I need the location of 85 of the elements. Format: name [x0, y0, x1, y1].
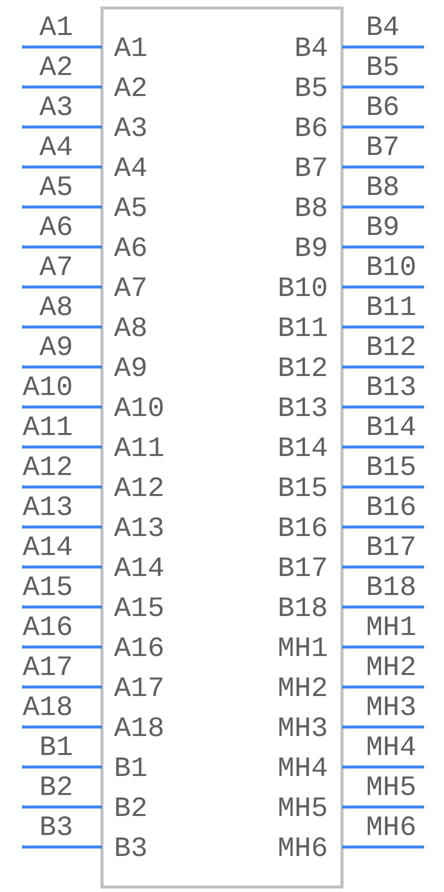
pin-name: A18 [114, 715, 164, 745]
pin-name: A15 [114, 595, 164, 625]
pin-number: B17 [366, 534, 416, 564]
pin-number: MH5 [366, 774, 416, 804]
pin-number: B6 [366, 94, 400, 124]
pin-number: B10 [366, 254, 416, 284]
pin-number: A5 [39, 174, 73, 204]
pin-number: B14 [366, 414, 416, 444]
pin-name: B15 [278, 475, 328, 505]
pin-name: A6 [114, 235, 148, 265]
pin-name: A1 [114, 35, 148, 65]
pin-number: A9 [39, 334, 73, 364]
pin-number: MH3 [366, 694, 416, 724]
pin-name: B18 [278, 595, 328, 625]
pin-number: A3 [39, 94, 73, 124]
pin-number: A15 [22, 574, 73, 604]
pin-number: B5 [366, 54, 400, 84]
pin-number: A8 [39, 294, 73, 324]
pin-name: B2 [114, 795, 148, 825]
pin-number: B18 [366, 574, 416, 604]
pin-number: B15 [366, 454, 416, 484]
pin-number: MH4 [366, 734, 416, 764]
pin-name: A9 [114, 355, 148, 385]
pin-name: A14 [114, 555, 164, 585]
pin-name: B10 [278, 275, 328, 305]
pin-number: A16 [22, 614, 73, 644]
pin-name: A2 [114, 75, 148, 105]
pin-number: A13 [22, 494, 73, 524]
pin-number: MH2 [366, 654, 416, 684]
pin-number: B1 [39, 734, 73, 764]
pin-number: A1 [39, 14, 73, 44]
pin-name: B5 [294, 75, 328, 105]
pin-name: B4 [294, 35, 328, 65]
pin-name: B14 [278, 435, 328, 465]
pin-name: A13 [114, 515, 164, 545]
pin-name: B17 [278, 555, 328, 585]
pin-number: A12 [22, 454, 73, 484]
pin-name: A4 [114, 155, 148, 185]
pin-name: B9 [294, 235, 328, 265]
pin-name: B12 [278, 355, 328, 385]
pin-number: B8 [366, 174, 400, 204]
pin-number: A6 [39, 214, 73, 244]
pin-number: A2 [39, 54, 73, 84]
pin-name: A3 [114, 115, 148, 145]
pin-number: B3 [39, 814, 73, 844]
pin-number: B11 [366, 294, 416, 324]
pin-number: A10 [22, 374, 73, 404]
pin-name: MH3 [278, 715, 328, 745]
component-body [100, 6, 344, 888]
pin-number: B13 [366, 374, 416, 404]
pin-number: A17 [22, 654, 73, 684]
pin-number: A4 [39, 134, 73, 164]
pin-number: A14 [22, 534, 73, 564]
pin-name: MH6 [278, 835, 328, 865]
pin-name: B6 [294, 115, 328, 145]
pin-number: B2 [39, 774, 73, 804]
pin-name: A11 [114, 435, 164, 465]
pin-name: MH2 [278, 675, 328, 705]
pin-number: B4 [366, 14, 400, 44]
pin-number: A11 [22, 414, 73, 444]
pin-name: B3 [114, 835, 148, 865]
pin-number: B16 [366, 494, 416, 524]
pin-name: A7 [114, 275, 148, 305]
pin-number: MH6 [366, 814, 416, 844]
pin-name: MH1 [278, 635, 328, 665]
pin-number: B9 [366, 214, 400, 244]
pin-number: A18 [22, 694, 73, 724]
pin-name: B1 [114, 755, 148, 785]
pin-number: B12 [366, 334, 416, 364]
pin-name: A16 [114, 635, 164, 665]
pin-name: B8 [294, 195, 328, 225]
pin-name: B11 [278, 315, 328, 345]
pin-name: A5 [114, 195, 148, 225]
pin-name: B13 [278, 395, 328, 425]
pin-name: A12 [114, 475, 164, 505]
pin-name: B7 [294, 155, 328, 185]
pin-name: MH4 [278, 755, 328, 785]
pin-name: B16 [278, 515, 328, 545]
pin-name: A8 [114, 315, 148, 345]
pin-name: A10 [114, 395, 164, 425]
pin-number: B7 [366, 134, 400, 164]
pin-number: A7 [39, 254, 73, 284]
pin-name: A17 [114, 675, 164, 705]
pin-number: MH1 [366, 614, 416, 644]
pin-name: MH5 [278, 795, 328, 825]
